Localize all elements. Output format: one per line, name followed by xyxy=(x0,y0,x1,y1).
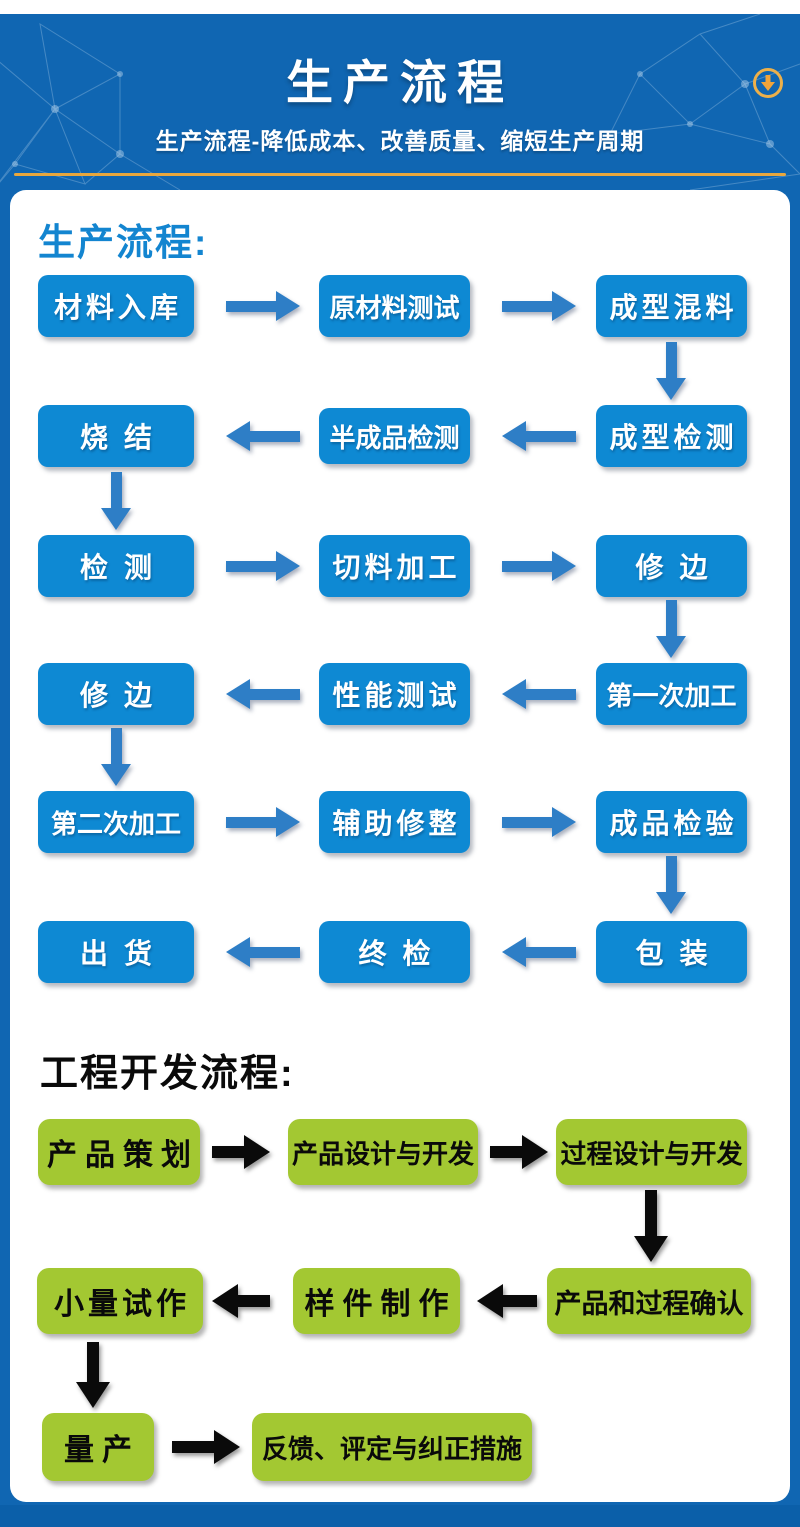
arrow-left-icon xyxy=(212,1284,270,1318)
page-title: 生产流程 xyxy=(286,56,514,109)
arrow-right-icon xyxy=(502,551,576,581)
flow-node: 包装 xyxy=(596,921,747,983)
arrow-down-icon xyxy=(656,856,686,914)
arrow-down-icon xyxy=(634,1190,668,1262)
flow-node: 过程设计与开发 xyxy=(556,1119,747,1185)
arrow-left-icon xyxy=(502,421,576,451)
arrow-down-icon xyxy=(76,1342,110,1408)
arrow-right-icon xyxy=(502,807,576,837)
flow-node: 产品策划 xyxy=(38,1119,200,1185)
footer-bar xyxy=(0,1505,800,1527)
flow-node: 样件制作 xyxy=(293,1268,460,1334)
flow-node: 原材料测试 xyxy=(319,275,470,337)
engineering-flow-heading: 工程开发流程: xyxy=(40,1053,295,1095)
arrow-left-icon xyxy=(477,1284,537,1318)
flow-node: 检测 xyxy=(38,535,194,597)
flow-node: 半成品检测 xyxy=(319,408,470,464)
arrow-right-icon xyxy=(226,807,300,837)
flow-node: 第一次加工 xyxy=(596,663,747,725)
flow-node: 修边 xyxy=(38,663,194,725)
flow-node: 成型检测 xyxy=(596,405,747,467)
arrow-right-icon xyxy=(226,551,300,581)
content-card: 生产流程: 材料入库 原材料测试 成型混料 烧结 半成品检测 成型检测 检测 切… xyxy=(10,190,790,1502)
arrow-down-icon xyxy=(656,342,686,400)
arrow-left-icon xyxy=(502,679,576,709)
flow-node: 反馈、评定与纠正措施 xyxy=(252,1413,532,1481)
production-flow-heading: 生产流程: xyxy=(38,222,209,263)
flow-node: 成型混料 xyxy=(596,275,747,337)
arrow-down-icon xyxy=(101,728,131,786)
flow-node: 材料入库 xyxy=(38,275,194,337)
flow-node: 小量试作 xyxy=(37,1268,203,1334)
gold-divider-line xyxy=(14,173,786,176)
arrow-right-icon xyxy=(226,291,300,321)
flow-node: 终检 xyxy=(319,921,470,983)
flow-node: 成品检验 xyxy=(596,791,747,853)
header-banner: 生产流程 生产流程-降低成本、改善质量、缩短生产周期 xyxy=(0,14,800,190)
flow-node: 产品设计与开发 xyxy=(288,1119,478,1185)
arrow-down-icon xyxy=(101,472,131,530)
arrow-right-icon xyxy=(502,291,576,321)
flow-node: 产品和过程确认 xyxy=(547,1268,751,1334)
flow-node: 出货 xyxy=(38,921,194,983)
flow-node: 第二次加工 xyxy=(38,791,194,853)
arrow-left-icon xyxy=(226,679,300,709)
arrow-left-icon xyxy=(502,937,576,967)
arrow-right-icon xyxy=(172,1430,240,1464)
flow-node: 辅助修整 xyxy=(319,791,470,853)
arrow-right-icon xyxy=(490,1135,548,1169)
page-subtitle: 生产流程-降低成本、改善质量、缩短生产周期 xyxy=(155,128,645,154)
scroll-down-circle-icon[interactable] xyxy=(752,67,784,99)
flow-node: 烧结 xyxy=(38,405,194,467)
arrow-right-icon xyxy=(212,1135,270,1169)
flow-node: 切料加工 xyxy=(319,535,470,597)
arrow-left-icon xyxy=(226,937,300,967)
flow-node: 修边 xyxy=(596,535,747,597)
arrow-left-icon xyxy=(226,421,300,451)
arrow-down-icon xyxy=(656,600,686,658)
top-strip xyxy=(0,0,800,14)
flow-node: 量产 xyxy=(42,1413,154,1481)
flow-node: 性能测试 xyxy=(319,663,470,725)
